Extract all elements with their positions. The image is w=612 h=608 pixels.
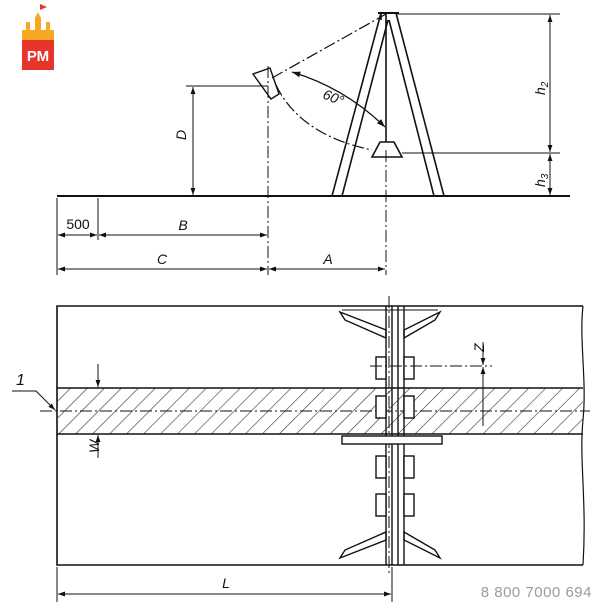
label-z: Z [471, 343, 487, 353]
label-h3: h3 [532, 173, 551, 187]
label-c: C [157, 251, 168, 267]
label-1: 1 [16, 372, 25, 389]
phone-number[interactable]: 8 800 7000 694 [481, 584, 592, 601]
angle-arc [291, 71, 386, 128]
label-d: D [173, 130, 189, 140]
clamp-blocks [375, 356, 415, 517]
label-w: W [86, 438, 102, 453]
hammer-head [370, 141, 404, 158]
top-fork [338, 309, 442, 340]
logo-text: РМ [27, 48, 49, 65]
crossbar [341, 435, 443, 445]
company-logo: РМ [22, 4, 54, 70]
label-a: A [322, 251, 332, 267]
label-h2: h2 [532, 81, 551, 95]
label-l: L [222, 575, 230, 591]
label-500: 500 [66, 216, 90, 232]
raised-hammer [251, 67, 280, 100]
plan-view [12, 296, 590, 602]
plan-border [56, 305, 583, 566]
a-frame [331, 12, 445, 197]
label-b: B [178, 217, 187, 233]
elevation-view [56, 12, 570, 275]
leader-1 [12, 390, 56, 411]
label-angle: 60° [321, 86, 347, 109]
break-line [581, 305, 585, 566]
swing-chord [271, 13, 387, 79]
bottom-fork [338, 530, 442, 560]
